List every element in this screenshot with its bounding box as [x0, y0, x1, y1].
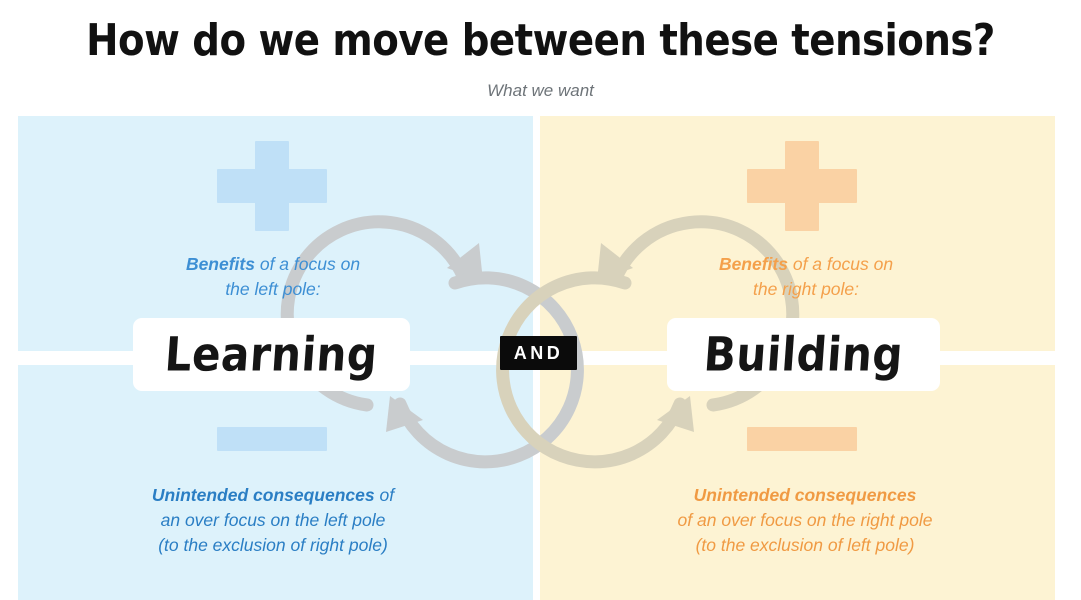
pole-label-left: Learning [163, 327, 380, 382]
consequences-left-text: Unintended consequences of an over focus… [118, 483, 428, 558]
quadrant-upper-left [18, 116, 533, 351]
benefits-left-text: Benefits of a focus on the left pole: [138, 252, 408, 302]
consequences-left-rest-1: of [374, 485, 395, 505]
consequences-right-rest-3: (to the exclusion of left pole) [695, 535, 915, 555]
and-badge: AND [500, 336, 577, 370]
consequences-left-lead: Unintended consequences [151, 485, 375, 505]
page-title: How do we move between these tensions? [86, 15, 995, 66]
header: How do we move between these tensions? W… [0, 0, 1081, 116]
pole-label-right: Building [702, 327, 905, 382]
benefits-left-rest-2: the left pole: [225, 279, 321, 299]
pole-label-box-right[interactable]: Building [667, 318, 940, 391]
consequences-left-rest-2: an over focus on the left pole [160, 510, 386, 530]
consequences-right-rest-2: of an over focus on the right pole [677, 510, 933, 530]
benefits-right-rest-2: the right pole: [752, 279, 860, 299]
consequences-right-lead: Unintended consequences [693, 485, 917, 505]
quadrant-upper-right [540, 116, 1055, 351]
benefits-right-rest-1: of a focus on [787, 254, 894, 274]
consequences-right-text: Unintended consequences of an over focus… [650, 483, 960, 558]
page-subtitle: What we want [487, 81, 594, 100]
benefits-right-lead: Benefits [718, 254, 788, 274]
pole-label-box-left[interactable]: Learning [133, 318, 410, 391]
benefits-left-rest-1: of a focus on [254, 254, 361, 274]
benefits-left-lead: Benefits [185, 254, 255, 274]
benefits-right-text: Benefits of a focus on the right pole: [671, 252, 941, 302]
consequences-left-rest-3: (to the exclusion of right pole) [158, 535, 388, 555]
